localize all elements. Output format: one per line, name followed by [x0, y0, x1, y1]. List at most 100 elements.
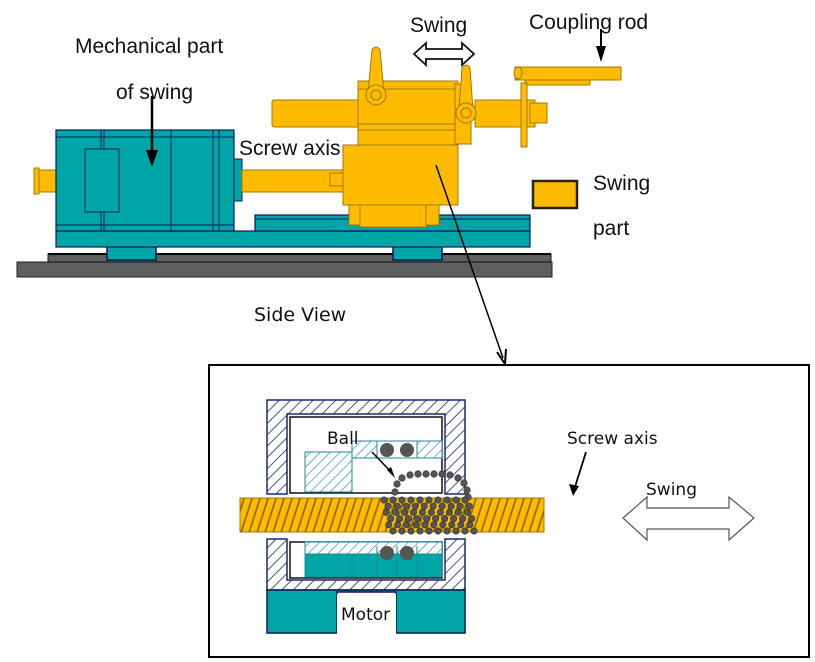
recirculating-ball: [402, 502, 410, 510]
recirculating-ball: [448, 521, 456, 529]
recirculating-ball: [461, 496, 469, 504]
recirculating-ball: [398, 496, 406, 504]
recirculating-ball: [398, 527, 406, 535]
housing-top: [266, 399, 466, 495]
swing-label-top: Swing: [410, 14, 467, 37]
ball-circuit: [380, 470, 478, 535]
swing-double-arrow-top: [412, 40, 476, 68]
recirculating-ball: [434, 527, 442, 535]
recirculating-ball: [441, 515, 449, 523]
recirculating-ball: [430, 521, 438, 529]
mechanical-part-label-2: of swing: [116, 81, 193, 104]
side-view: Mechanical part of swing Swing Coupling …: [16, 11, 650, 368]
recirculating-ball: [387, 515, 395, 523]
screw-axis-label-detail: Screw axis: [567, 429, 658, 449]
ball-label: Ball: [327, 429, 359, 449]
recirculating-ball: [411, 502, 419, 510]
recirculating-ball: [427, 508, 435, 516]
recirculating-ball: [425, 496, 433, 504]
recirculating-ball: [447, 502, 455, 510]
recirculating-ball: [452, 496, 460, 504]
recirculating-ball: [416, 496, 424, 504]
recirculating-ball: [398, 474, 406, 482]
recirculating-ball: [403, 521, 411, 529]
lever-left: [365, 46, 387, 106]
recirculating-ball: [460, 479, 468, 487]
recirculating-ball: [405, 515, 413, 523]
recirculating-ball: [414, 470, 422, 478]
recirculating-ball: [421, 521, 429, 529]
mechanical-part-label-1: Mechanical part: [75, 35, 223, 58]
recirculating-ball: [465, 502, 473, 510]
recirculating-ball: [446, 471, 454, 479]
recirculating-ball: [436, 508, 444, 516]
recirculating-ball: [385, 521, 393, 529]
recirculating-ball: [407, 496, 415, 504]
recirculating-ball: [407, 527, 415, 535]
carriage: [342, 144, 459, 206]
lever-right: [454, 64, 477, 145]
recirculating-ball: [434, 496, 442, 504]
recirculating-ball: [432, 515, 440, 523]
recirculating-ball: [456, 502, 464, 510]
recirculating-ball: [443, 496, 451, 504]
left-shaft: [37, 169, 59, 193]
recirculating-ball: [454, 474, 462, 482]
detail-leader-line: [435, 164, 504, 359]
recirculating-ball: [406, 471, 414, 479]
housing-bottom: [266, 538, 466, 591]
recirculating-ball: [438, 502, 446, 510]
recirculating-ball: [382, 508, 390, 516]
recirculating-ball: [389, 496, 397, 504]
recirculating-ball: [384, 502, 392, 510]
upper-cylinder: [271, 99, 363, 128]
recirculating-ball: [396, 515, 404, 523]
recirculating-ball: [468, 515, 476, 523]
base-plate: [55, 230, 531, 248]
recirculating-ball: [463, 508, 471, 516]
bearing-ball: [400, 546, 414, 560]
recirculating-ball: [459, 515, 467, 523]
recirculating-ball: [457, 521, 465, 529]
recirculating-ball: [429, 502, 437, 510]
recirculating-ball: [461, 527, 469, 535]
swing-double-arrow-detail: [622, 495, 755, 542]
legend-swatch: [531, 179, 579, 210]
detail-view: Ball Screw axis Swing Motor: [208, 364, 810, 658]
recirculating-ball: [430, 470, 438, 478]
recirculating-ball: [394, 521, 402, 529]
motor-housing: [55, 129, 243, 232]
bearing-ball: [380, 546, 394, 560]
recirculating-ball: [389, 527, 397, 535]
bearing-ball: [380, 443, 394, 457]
recirculating-ball: [466, 521, 474, 529]
recirculating-ball: [416, 527, 424, 535]
recirculating-ball: [450, 515, 458, 523]
legend-label-line1: Swing: [593, 172, 650, 195]
recirculating-ball: [470, 527, 478, 535]
coupling-rod-label: Coupling rod: [529, 11, 648, 34]
recirculating-ball: [409, 508, 417, 516]
recirculating-ball: [393, 502, 401, 510]
recirculating-ball: [412, 521, 420, 529]
bearing-ball: [400, 443, 414, 457]
foot-right: [392, 245, 443, 261]
foot-left: [106, 245, 157, 261]
swing-label-detail: Swing: [646, 480, 697, 500]
recirculating-ball: [414, 515, 422, 523]
recirculating-ball: [422, 470, 430, 478]
side-view-caption: Side View: [254, 304, 346, 326]
recirculating-ball: [425, 527, 433, 535]
recirculating-ball: [454, 508, 462, 516]
recirculating-ball: [391, 488, 399, 496]
recirculating-ball: [439, 521, 447, 529]
screw-axis-pointer: [573, 451, 587, 491]
screw-axis-label-side: Screw axis: [239, 137, 341, 160]
recirculating-ball: [400, 508, 408, 516]
recirculating-ball: [443, 527, 451, 535]
legend-label-line2: part: [593, 217, 629, 240]
recirculating-ball: [420, 502, 428, 510]
motor-label: Motor: [341, 605, 390, 625]
recirculating-ball: [393, 480, 401, 488]
